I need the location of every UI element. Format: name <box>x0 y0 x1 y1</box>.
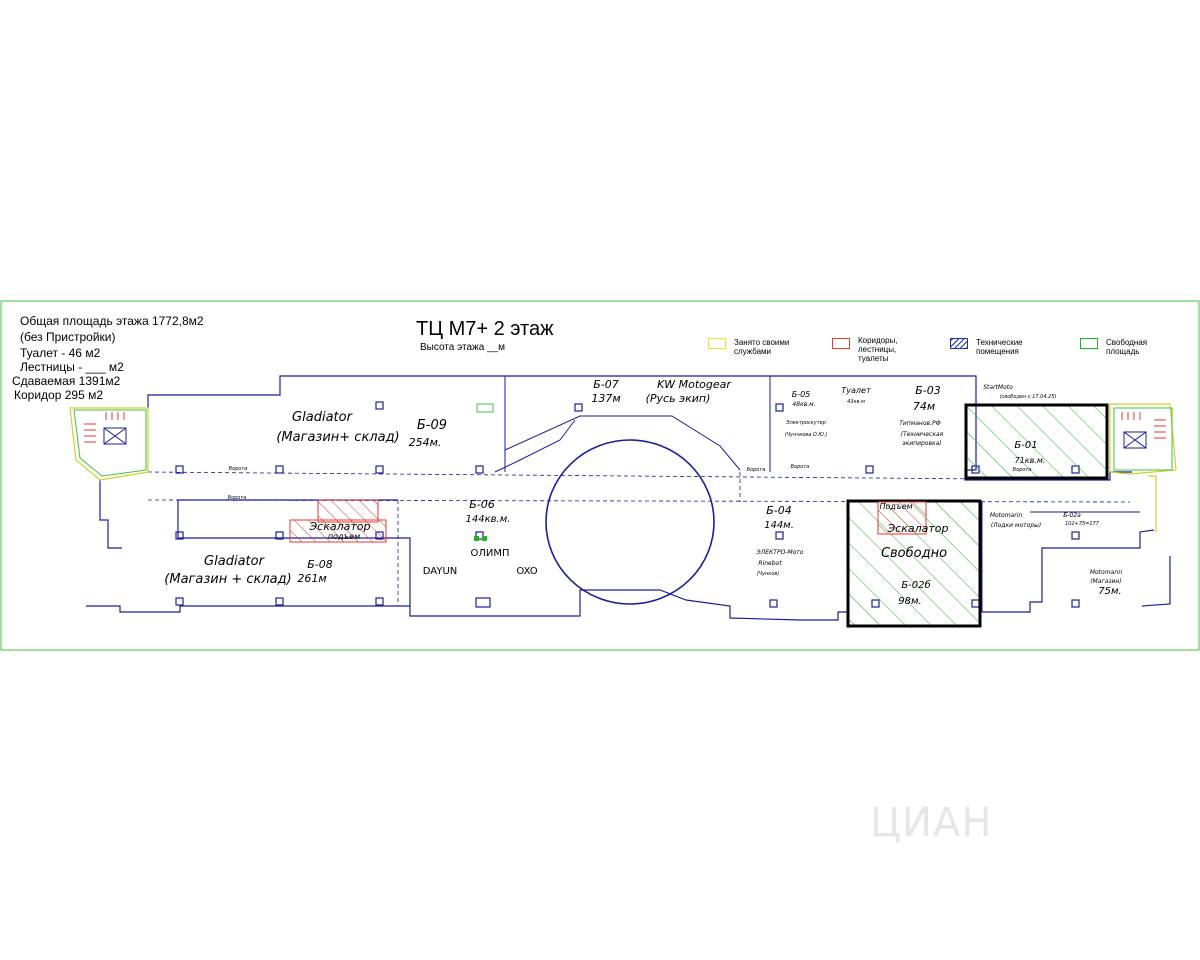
escalator-left-label: Эскалатор <box>309 520 371 533</box>
summary-annex: (без Пристройки) <box>20 330 116 344</box>
unit-b02b-status: Свободно <box>880 546 948 561</box>
legend-swatch-own <box>708 338 726 349</box>
toilet-area: 43кв.м <box>847 399 865 405</box>
unit-b01-area <box>964 403 1109 480</box>
summary-corridor: Коридор 295 м2 <box>14 388 104 402</box>
unit-b05-code: Б-05 <box>791 390 811 399</box>
unit-b07-desc: (Русь экип) <box>645 392 711 405</box>
unit-b02b-area: 98м. <box>898 596 922 607</box>
unit-b04-code: Б-04 <box>766 504 792 517</box>
corridor-lines <box>147 471 1131 606</box>
unit-b03-area: 74м <box>912 400 936 413</box>
unit-b03-tenant: Типманов.РФ <box>899 420 941 427</box>
unit-b02a-calc: 102+75=177 <box>1065 521 1099 527</box>
unit-b01-code: Б-01 <box>1014 440 1038 451</box>
stair-right <box>1109 403 1177 532</box>
summary-toilet: Туалет - 46 м2 <box>20 346 101 360</box>
unit-b08-name: Gladiator <box>204 554 264 569</box>
unit-b02a-desc: (Лодки моторы) <box>990 522 1042 529</box>
legend-swatch-corridors <box>832 338 850 349</box>
motomarin-shop-desc: (Магазин) <box>1090 578 1122 585</box>
unit-b01-name: StartMoto <box>983 384 1013 391</box>
legend-label-technical: Технические помещения <box>976 338 1023 356</box>
watermark: ЦИАН <box>870 800 993 846</box>
escalator-right-label: Эскалатор <box>887 522 949 535</box>
unit-b09-code: Б-09 <box>416 418 448 433</box>
motomarin-shop-area: 75м. <box>1098 586 1122 597</box>
summary-total: Общая площадь этажа 1772,8м2 <box>20 314 204 328</box>
motomarin-shop-name: Motomarin <box>1089 569 1123 576</box>
unit-b09-desc: (Магазин+ склад) <box>276 430 400 445</box>
unit-b07-name: KW Motogear <box>657 378 731 391</box>
legend-swatch-free <box>1080 338 1098 349</box>
unit-b01-area: 71кв.м. <box>1014 456 1046 465</box>
gate-label: Ворота <box>790 464 810 470</box>
unit-b06-code: Б-06 <box>469 498 495 511</box>
escalator-right-sub: Подъем <box>879 502 913 511</box>
unit-b09-name: Gladiator <box>292 410 352 425</box>
legend-label-own: Занято своими службами <box>734 338 790 356</box>
gate-label: Ворота <box>1012 467 1032 473</box>
toilet-label: Туалет <box>841 386 871 395</box>
floor-height: Высота этажа __м <box>420 342 506 353</box>
unit-b03-code: Б-03 <box>915 384 941 397</box>
escalator-right-area <box>877 501 927 535</box>
unit-b02a-name: Motomarin <box>989 512 1023 519</box>
unit-b08-desc: (Магазин + склад) <box>164 572 292 587</box>
unit-b06-tenant-dayun: DAYUN <box>422 566 458 577</box>
unit-b06-tenant-olimp: ОЛИМП <box>470 548 510 559</box>
unit-b04-area: 144м. <box>764 520 794 531</box>
summary-stairs: Лестницы - ___ м2 <box>20 360 124 374</box>
unit-b04-tenant: ЭЛЕКТРО-Мото <box>756 549 804 556</box>
legend-swatch-technical <box>950 338 968 349</box>
unit-b06-area: 144кв.м. <box>465 514 511 525</box>
unit-b03-desc: (Техническая экипировка) <box>900 431 944 447</box>
unit-b08-area: 261м <box>297 572 327 585</box>
legend-label-corridors: Коридоры, лестницы, туалеты <box>858 336 898 363</box>
tech-room <box>476 403 494 413</box>
unit-b04-brand: Rinebot <box>758 560 782 567</box>
unit-b02b-code: Б-02б <box>901 580 931 591</box>
unit-b04-desc: (Чунков) <box>756 571 780 577</box>
page-title: ТЦ М7+ 2 этаж <box>416 318 554 340</box>
unit-b02a-code: Б-02а <box>1063 512 1081 519</box>
gate-label: Ворота <box>746 467 766 473</box>
unit-b08-code: Б-08 <box>307 558 333 571</box>
unit-b07-area: 137м <box>591 392 621 405</box>
unit-b06-tenant-oxo: OXO <box>516 566 538 577</box>
gate-label: Ворота <box>227 495 247 501</box>
legend-label-free: Свободная площадь <box>1106 338 1148 356</box>
unit-b05-desc: (Чунчкова О.Ю.) <box>784 432 828 438</box>
summary-rentable: Сдаваемая 1391м2 <box>12 374 121 388</box>
stair-left <box>69 407 149 481</box>
unit-b05-tenant: Электроскутер <box>786 420 826 426</box>
unit-b07-code: Б-07 <box>593 378 619 391</box>
unit-b05-area: 48кв.м. <box>792 401 816 408</box>
atrium-circle <box>545 439 715 605</box>
escalator-left-sub: подъем <box>327 532 361 541</box>
unit-b01-note: (свободен с 17.04.25) <box>999 394 1057 400</box>
plan-frame <box>0 300 1200 651</box>
gate-label: Ворота <box>228 466 248 472</box>
unit-b09-area: 254м. <box>408 436 442 449</box>
